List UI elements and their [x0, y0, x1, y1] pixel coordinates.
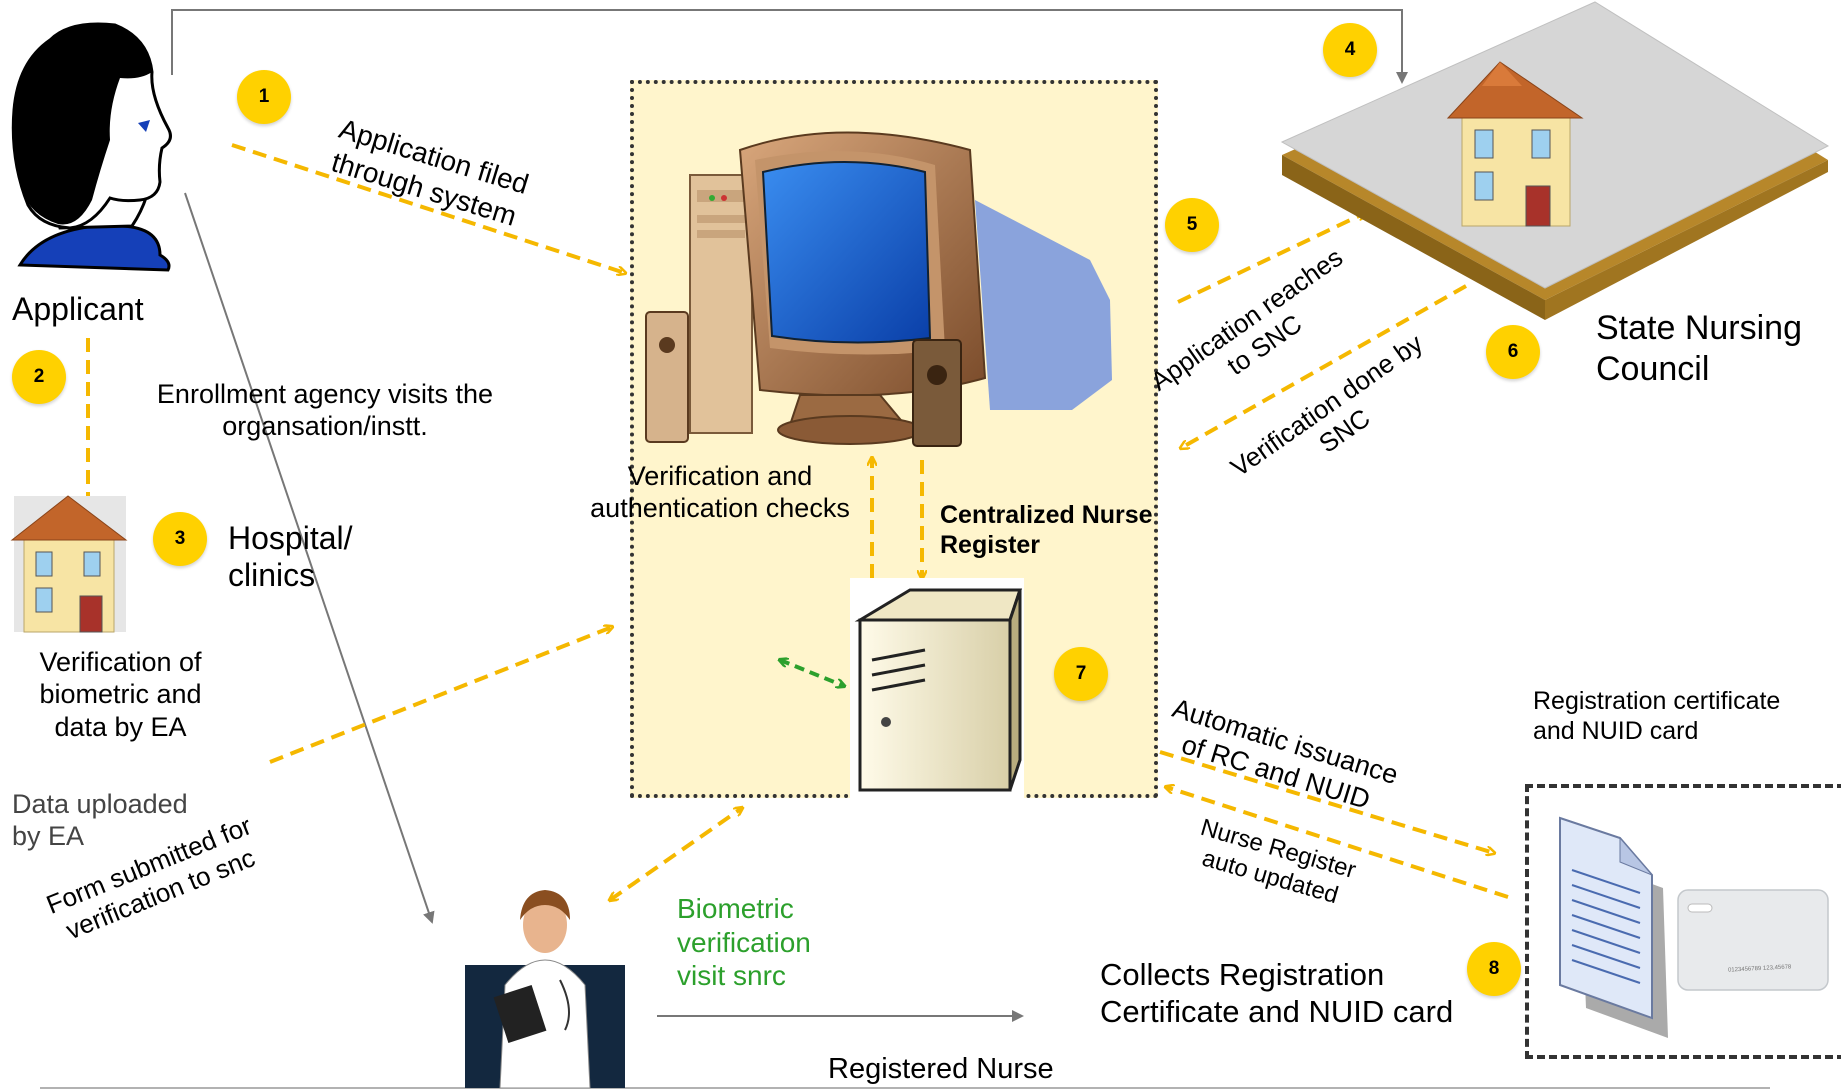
- step-badge-1: 1: [237, 70, 291, 124]
- applicant-to-nurse-connector: [184, 192, 435, 924]
- register-label-line2: Register: [940, 531, 1041, 559]
- arrow-snc-verified: [1181, 284, 1467, 448]
- biometric-line1: Biometric: [677, 893, 794, 924]
- checks-label-line1: Verification and: [627, 461, 813, 491]
- applicant-to-council-connector: [171, 9, 1408, 84]
- biometric-line2: verification: [677, 926, 811, 958]
- green-sync-arrow: [780, 660, 844, 686]
- step-badge-4: 4: [1323, 23, 1377, 77]
- step-badge-8: 8: [1467, 942, 1521, 996]
- arrow-auto-updated: [1166, 787, 1509, 899]
- collects-note: Collects Registration Certificate and NU…: [1100, 956, 1453, 1030]
- ea-visit-line1: Enrollment agency visits the: [156, 379, 494, 409]
- register-label-line1: Centralized Nurse: [940, 501, 1153, 529]
- arrow-to-snc: [1177, 213, 1365, 304]
- applicant-icon: [11, 22, 172, 272]
- certificate-document-icon: [1559, 816, 1668, 1038]
- ea-visit-line2: organsation/instt.: [222, 411, 428, 442]
- ea-verify-line1: Verification of: [39, 647, 202, 677]
- arrow-biometric: [610, 808, 742, 900]
- hospital-label: Hospital/ clinics: [228, 520, 353, 594]
- collects-line1: Collects Registration: [1100, 957, 1385, 992]
- hospital-building-icon: [10, 495, 128, 633]
- hospital-label-line2: clinics: [228, 556, 316, 593]
- collects-line2: Certificate and NUID card: [1100, 994, 1454, 1030]
- uploaded-line1: Data uploaded: [12, 789, 188, 819]
- council-building-icon: [1280, 1, 1830, 320]
- council-label-line1: State Nursing: [1596, 309, 1802, 347]
- step-badge-5: 5: [1165, 198, 1219, 252]
- certificate-note: Registration certificate and NUID card: [1533, 686, 1780, 746]
- ea-verification-note: Verification of biometric and data by EA: [8, 646, 233, 743]
- ea-verify-line2: biometric and: [39, 679, 202, 710]
- cert-line2: and NUID card: [1533, 717, 1699, 745]
- arrow-application-filed: [231, 143, 625, 273]
- uploaded-line2: by EA: [12, 821, 85, 852]
- applicant-label: Applicant: [12, 291, 144, 327]
- nurse-icon: [465, 890, 625, 1089]
- hospital-label-line1: Hospital/: [228, 520, 353, 556]
- biometric-note: Biometric verification visit snrc: [677, 892, 811, 993]
- registered-nurse-label: Registered Nurse: [828, 1053, 1054, 1085]
- computer-workstation-icon: [645, 131, 1112, 447]
- data-uploaded-note: Data uploaded by EA: [12, 788, 188, 853]
- step-badge-6: 6: [1486, 325, 1540, 379]
- council-label: State Nursing Council: [1596, 308, 1802, 390]
- register-server-icon: [850, 578, 1024, 798]
- register-label: Centralized Nurse Register: [940, 500, 1153, 560]
- checks-label-line2: authentication checks: [590, 493, 850, 524]
- step-badge-2: 2: [12, 350, 66, 404]
- checks-label: Verification and authentication checks: [565, 460, 875, 525]
- step-badge-7: 7: [1054, 647, 1108, 701]
- biometric-line3: visit snrc: [677, 960, 786, 992]
- step-badge-3: 3: [153, 512, 207, 566]
- ea-verify-line3: data by EA: [54, 711, 187, 742]
- ea-visit-note: Enrollment agency visits the organsation…: [120, 378, 530, 443]
- cert-line1: Registration certificate: [1533, 687, 1781, 715]
- arrow-data-uploaded: [269, 627, 612, 764]
- arrow-issuance: [1159, 750, 1494, 853]
- council-label-line2: Council: [1596, 349, 1710, 388]
- nuid-card-icon: [1677, 889, 1829, 991]
